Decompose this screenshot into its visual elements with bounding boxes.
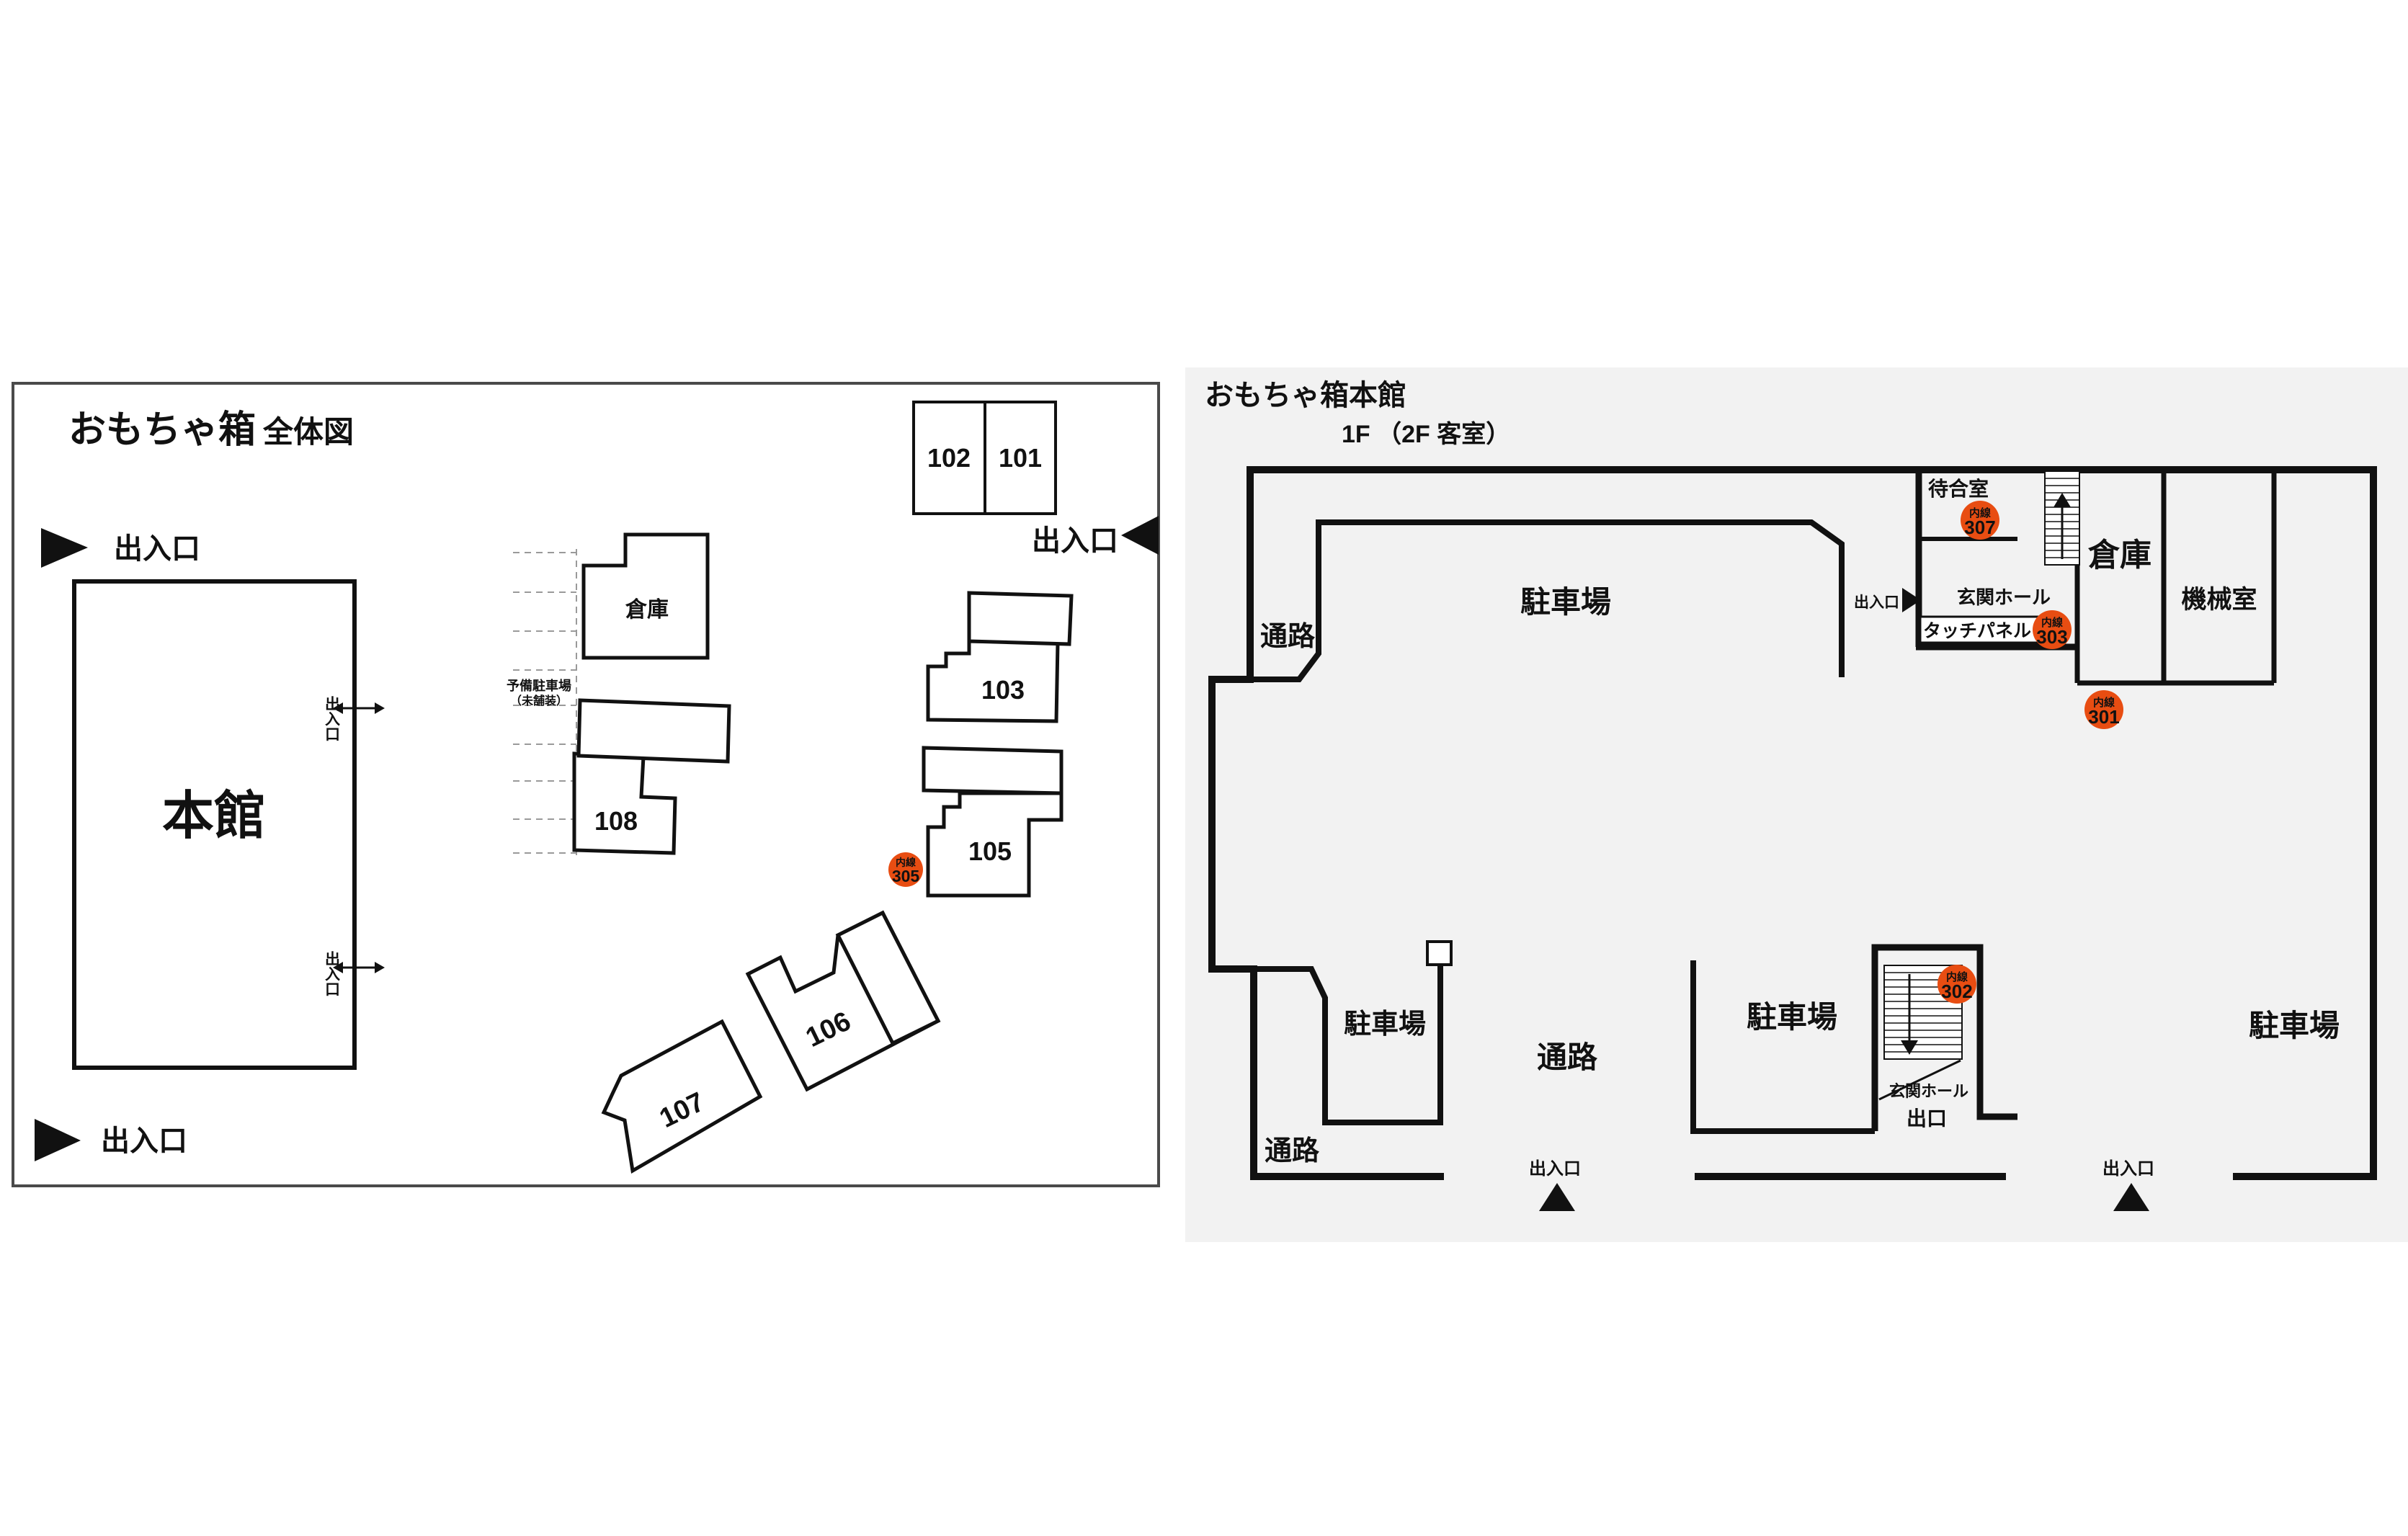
- rear-exit-label: 出口: [1907, 1107, 1947, 1130]
- badge-307-prefix: 内線: [1969, 506, 1991, 519]
- honkan-exit-label-lower: 出入口: [324, 951, 341, 996]
- floorplan-panel: おもちゃ箱本館 1F （2F 客室） 玄関ホール 出口 内: [1185, 367, 2408, 1242]
- entrance-arrow-left-icon: [1121, 516, 1159, 555]
- double-arrow-icon: [375, 702, 385, 714]
- spare-parking-label-2: （未舗装）: [510, 694, 568, 707]
- touch-panel-label: タッチパネル: [1923, 621, 2031, 641]
- room-105-label: 105: [968, 836, 1012, 866]
- room-108-label: 108: [594, 806, 638, 836]
- entrance-arrow-up-icon: [1539, 1183, 1575, 1211]
- building-108: 108: [572, 698, 731, 855]
- extension-badge-303: 内線 303: [2033, 610, 2072, 649]
- entrance-arrow-up-icon: [2113, 1183, 2149, 1211]
- double-arrow-icon: [333, 962, 343, 973]
- front-building-block: 待合室 玄関ホール 倉庫 機械室 タッチパネル 内線 307 内線: [1854, 470, 2277, 729]
- left-parking-pocket-wall: [1212, 965, 1443, 1125]
- entrance-arrow-right-icon: [1902, 588, 1921, 612]
- parking-stall-lines: [513, 549, 577, 856]
- entrance-label-bottom-1: 出入口: [1529, 1159, 1581, 1179]
- extension-badge-302: 内線 302: [1937, 965, 1976, 1004]
- spare-parking: 予備駐車場 （未舗装）: [507, 549, 577, 856]
- rear-hall-label: 玄関ホール: [1889, 1082, 1968, 1100]
- parking-label-central: 駐車場: [1520, 585, 1611, 619]
- room-103-label: 103: [981, 675, 1025, 705]
- parking-label-left: 駐車場: [1344, 1009, 1426, 1040]
- extension-badge-301: 内線 301: [2084, 690, 2123, 729]
- building-honkan: 本館 出入口 出入口: [72, 579, 385, 1070]
- rear-entrance-hall: 玄関ホール 出口 内線 302: [1871, 944, 2017, 1131]
- building-107: 107: [601, 1019, 763, 1174]
- passage-label-middle: 通路: [1537, 1040, 1598, 1074]
- arrow-up-icon: [2054, 493, 2071, 507]
- badge-303-number: 303: [2036, 626, 2067, 648]
- honkan-label: 本館: [162, 787, 266, 845]
- extension-badge-305: 内線 305: [888, 852, 923, 887]
- touch-panel: タッチパネル: [1919, 615, 2040, 644]
- passage-label-top: 通路: [1260, 622, 1316, 652]
- building-106: 106: [745, 910, 941, 1092]
- badge-307-number: 307: [1964, 517, 1995, 538]
- arrow-down-icon: [1901, 1040, 1918, 1055]
- room-102-label: 102: [927, 443, 971, 473]
- overview-panel: おもちゃ箱 全体図 出入口 出入口 出入口 102 101 本館 出入口 出入口: [12, 382, 1160, 1187]
- parking-label-right: 駐車場: [2249, 1009, 2340, 1042]
- building-souko-left: 倉庫: [581, 532, 710, 660]
- staircase-up: [2044, 470, 2080, 566]
- building-101-102: 102 101: [912, 401, 1057, 515]
- spare-parking-label: 予備駐車場: [507, 678, 571, 693]
- parking-label-middle: 駐車場: [1747, 1000, 1837, 1034]
- middle-parking-pocket-wall: [1690, 960, 1875, 1134]
- souko-left-label: 倉庫: [625, 597, 669, 622]
- room-101-label: 101: [999, 443, 1042, 473]
- badge-305-prefix: 内線: [896, 857, 916, 868]
- badge-302-prefix: 内線: [1946, 970, 1968, 983]
- entrance-label-top-right: 出入口: [1032, 525, 1118, 557]
- double-arrow-icon: [375, 962, 385, 973]
- passage-label-bottom-left: 通路: [1265, 1136, 1320, 1166]
- entrance-label-bottom-2: 出入口: [2102, 1159, 2154, 1179]
- badge-303-prefix: 内線: [2041, 616, 2063, 629]
- floorplan-title: おもちゃ箱本館: [1205, 380, 1406, 411]
- building-105: 105: [922, 746, 1063, 898]
- building-103: 103: [926, 591, 1074, 723]
- overview-title-sub: 全体図: [262, 415, 354, 449]
- front-entrance-label: 出入口: [1854, 594, 1899, 611]
- floorplan-background: [1185, 367, 2408, 1242]
- badge-301-prefix: 内線: [2093, 696, 2115, 709]
- sign-post: [1426, 940, 1453, 966]
- badge-305-number: 305: [892, 867, 920, 885]
- entrance-label-bottom-left: 出入口: [101, 1125, 187, 1157]
- entrance-arrow-right-icon: [35, 1119, 81, 1161]
- entrance-arrow-right-icon: [41, 528, 88, 568]
- honkan-exit-label-upper: 出入口: [324, 696, 341, 741]
- front-hall-label: 玄関ホール: [1957, 586, 2051, 608]
- outer-wall: [1208, 466, 2377, 1180]
- extension-badge-307: 内線 307: [1961, 501, 1999, 540]
- warehouse-label: 倉庫: [2087, 537, 2151, 573]
- overview-title: おもちゃ箱: [68, 409, 256, 451]
- floorplan-title-floor: 1F （2F 客室）: [1342, 420, 1510, 448]
- waiting-room-label: 待合室: [1928, 477, 1989, 500]
- badge-301-number: 301: [2088, 706, 2119, 728]
- entrance-label-top-left: 出入口: [114, 533, 200, 565]
- central-parking-wall: [1254, 519, 1845, 682]
- double-arrow-icon: [333, 702, 343, 714]
- machine-room-label: 機械室: [2181, 585, 2257, 614]
- badge-302-number: 302: [1941, 981, 1972, 1002]
